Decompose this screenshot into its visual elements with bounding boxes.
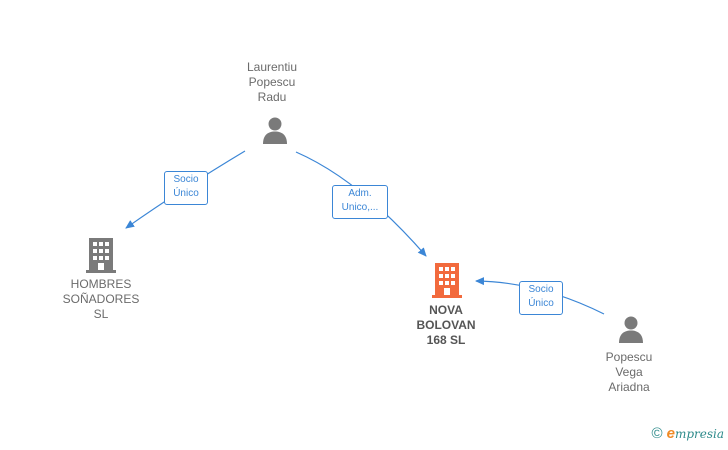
node-label-popescu-vega: Popescu Vega Ariadna	[605, 350, 653, 394]
edge-label-popescu-nova: Socio Único	[519, 281, 563, 315]
copyright-icon: ©	[651, 425, 663, 442]
node-label-hombres: HOMBRES SOÑADORES SL	[62, 277, 140, 321]
node-label-laurentiu: Laurentiu Popescu Radu	[246, 60, 298, 104]
building-icon[interactable]	[86, 237, 116, 273]
brand-initial: e	[666, 425, 675, 442]
edge-label-laurentiu-nova: Adm. Unico,...	[332, 185, 388, 219]
edge-label-laurentiu-hombres: Socio Único	[164, 171, 208, 205]
person-icon[interactable]	[260, 115, 290, 145]
node-label-nova: NOVA BOLOVAN 168 SL	[416, 303, 476, 347]
brand-name: mpresia	[674, 426, 724, 441]
main-building-icon[interactable]	[432, 262, 462, 298]
person-icon[interactable]	[616, 314, 646, 344]
